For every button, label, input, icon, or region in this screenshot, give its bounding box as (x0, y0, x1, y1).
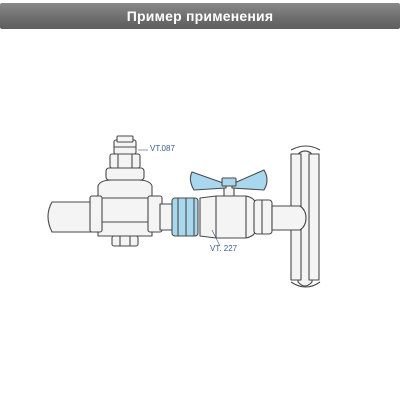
butterfly-handle (189, 171, 227, 191)
branch-pipe (271, 205, 307, 231)
regulator-label: VT.087 (150, 144, 175, 153)
page-title: Пример применения (126, 8, 274, 24)
ball-valve (189, 169, 273, 239)
header-bar: Пример применения (0, 3, 400, 29)
union-nut (171, 197, 199, 237)
ball-valve-label: VT. 227 (210, 244, 238, 253)
pressure-regulator (89, 135, 163, 247)
